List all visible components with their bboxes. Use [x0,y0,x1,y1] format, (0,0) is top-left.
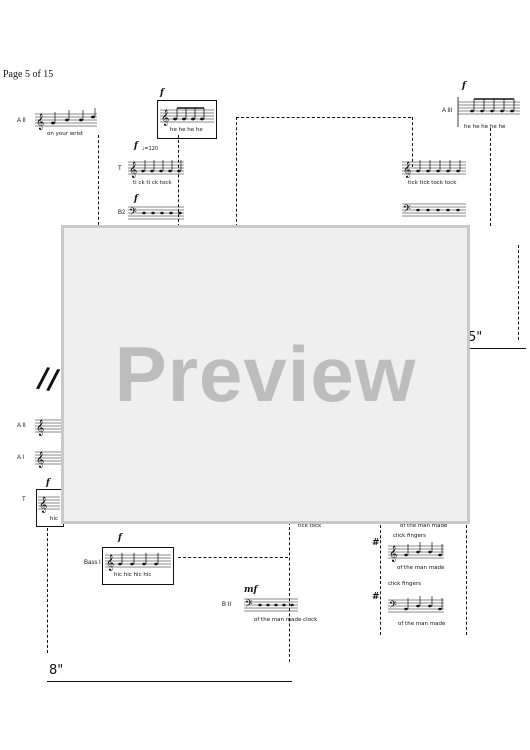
svg-text:𝄞: 𝄞 [129,162,137,178]
cue-line [518,245,519,340]
preview-watermark: Preview [61,225,470,524]
svg-text:𝄞: 𝄞 [39,497,47,513]
staff: 𝄞 [35,451,61,468]
frame-line [289,522,290,662]
svg-text:𝄢: 𝄢 [389,599,397,613]
duration-line [47,681,292,682]
boxed-cell: 𝄞 [157,100,217,139]
staff: 𝄞 [388,542,444,562]
staff: 𝄞 [128,160,184,178]
lyric: on your wrist [47,131,84,137]
voice-label: A I [17,455,25,461]
svg-text:𝄢: 𝄢 [245,598,253,612]
duration-marking: 5" [468,330,483,345]
staff: 𝄞 [35,108,97,130]
lyric: click fingers [388,581,421,587]
dynamic-marking: mf [244,585,258,595]
svg-text:𝄞: 𝄞 [106,555,114,571]
lyric: he he he he he [464,124,506,130]
voice-label: T [22,497,26,503]
caesura-mark: // [35,360,62,397]
dynamic-marking: # [372,592,380,602]
cue-line [380,525,381,635]
svg-text:𝄞: 𝄞 [36,420,44,436]
voice-label: Bass I [84,560,101,566]
cue-line [47,528,48,653]
duration-line [468,348,526,349]
cue-line [98,135,99,230]
dash-line [236,117,411,118]
staff: 𝄢 [244,598,298,612]
lyric: click fingers [393,533,426,539]
cue-line [490,128,491,226]
lyric: of the man made clock [254,617,318,623]
dynamic-marking: f [134,194,138,204]
dash-line [178,557,288,558]
preview-watermark-text: Preview [114,330,417,418]
staff: 𝄢 [128,206,184,220]
svg-text:𝄞: 𝄞 [389,546,397,562]
svg-text:𝄞: 𝄞 [36,114,44,130]
frame-line [236,117,237,227]
voice-label: B2 [118,210,126,216]
lyric: of the man made [398,621,446,627]
lyric: of the man made [397,565,445,571]
lyric: hic [50,516,59,522]
svg-text:𝄢: 𝄢 [129,206,137,220]
staff: 𝄢 [388,596,444,613]
dynamic-marking: f [134,141,138,151]
staff: 𝄞 [38,496,60,513]
staff: 𝄞 [35,419,61,436]
voice-label: B II [222,602,232,608]
lyric: he he he he [170,127,203,133]
cue-line [466,525,467,635]
lyric: tick tock [298,523,322,529]
lyric: tick tick tock tock [408,180,457,186]
dynamic-marking: # [372,538,380,548]
lyric: of the man made [400,523,448,529]
dynamic-marking: f [462,81,466,91]
lyric: ti ck ti ck tock [133,180,172,186]
staff [457,97,520,127]
svg-text:𝄞: 𝄞 [161,110,169,126]
lyric: hic hic hic hic [114,572,152,578]
dynamic-marking: f [118,533,122,543]
staff: 𝄞 [402,160,466,178]
duration-marking: 8" [49,663,64,678]
voice-label: T [118,166,122,172]
tempo-marking: ♩=120 [142,146,159,152]
svg-text:𝄞: 𝄞 [403,162,411,178]
svg-text:𝄞: 𝄞 [36,452,44,468]
svg-text:𝄢: 𝄢 [403,203,411,217]
page-number: Page 5 of 15 [3,69,54,80]
voice-label: A III [442,108,453,114]
cue-line [178,135,179,227]
voice-label: A II [17,423,26,429]
voice-label: A II [17,118,26,124]
dynamic-marking: f [160,88,164,98]
boxed-cell: 𝄞 [102,547,174,585]
staff: 𝄢 [402,203,466,217]
frame-line [412,117,413,167]
dynamic-marking: f [46,478,50,488]
